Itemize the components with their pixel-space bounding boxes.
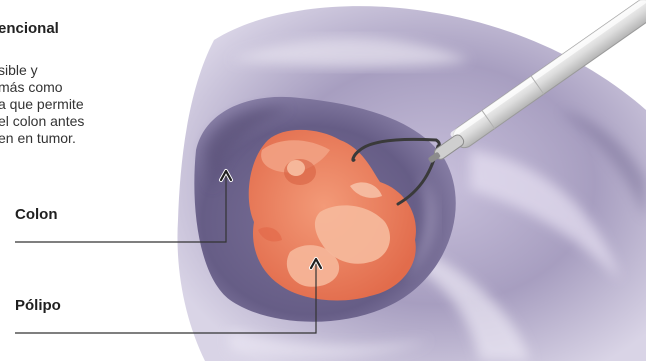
colon-label: Colon xyxy=(15,206,58,223)
description-line: más como xyxy=(0,79,148,96)
description-text: sible y más como a que permite el colon … xyxy=(0,62,148,147)
polipo-label: Pólipo xyxy=(15,297,61,314)
description-line: el colon antes xyxy=(0,113,148,130)
description-line: en en tumor. xyxy=(0,130,148,147)
description-line: a que permite xyxy=(0,96,148,113)
section-heading: encional xyxy=(0,20,59,37)
description-line: sible y xyxy=(0,62,148,79)
